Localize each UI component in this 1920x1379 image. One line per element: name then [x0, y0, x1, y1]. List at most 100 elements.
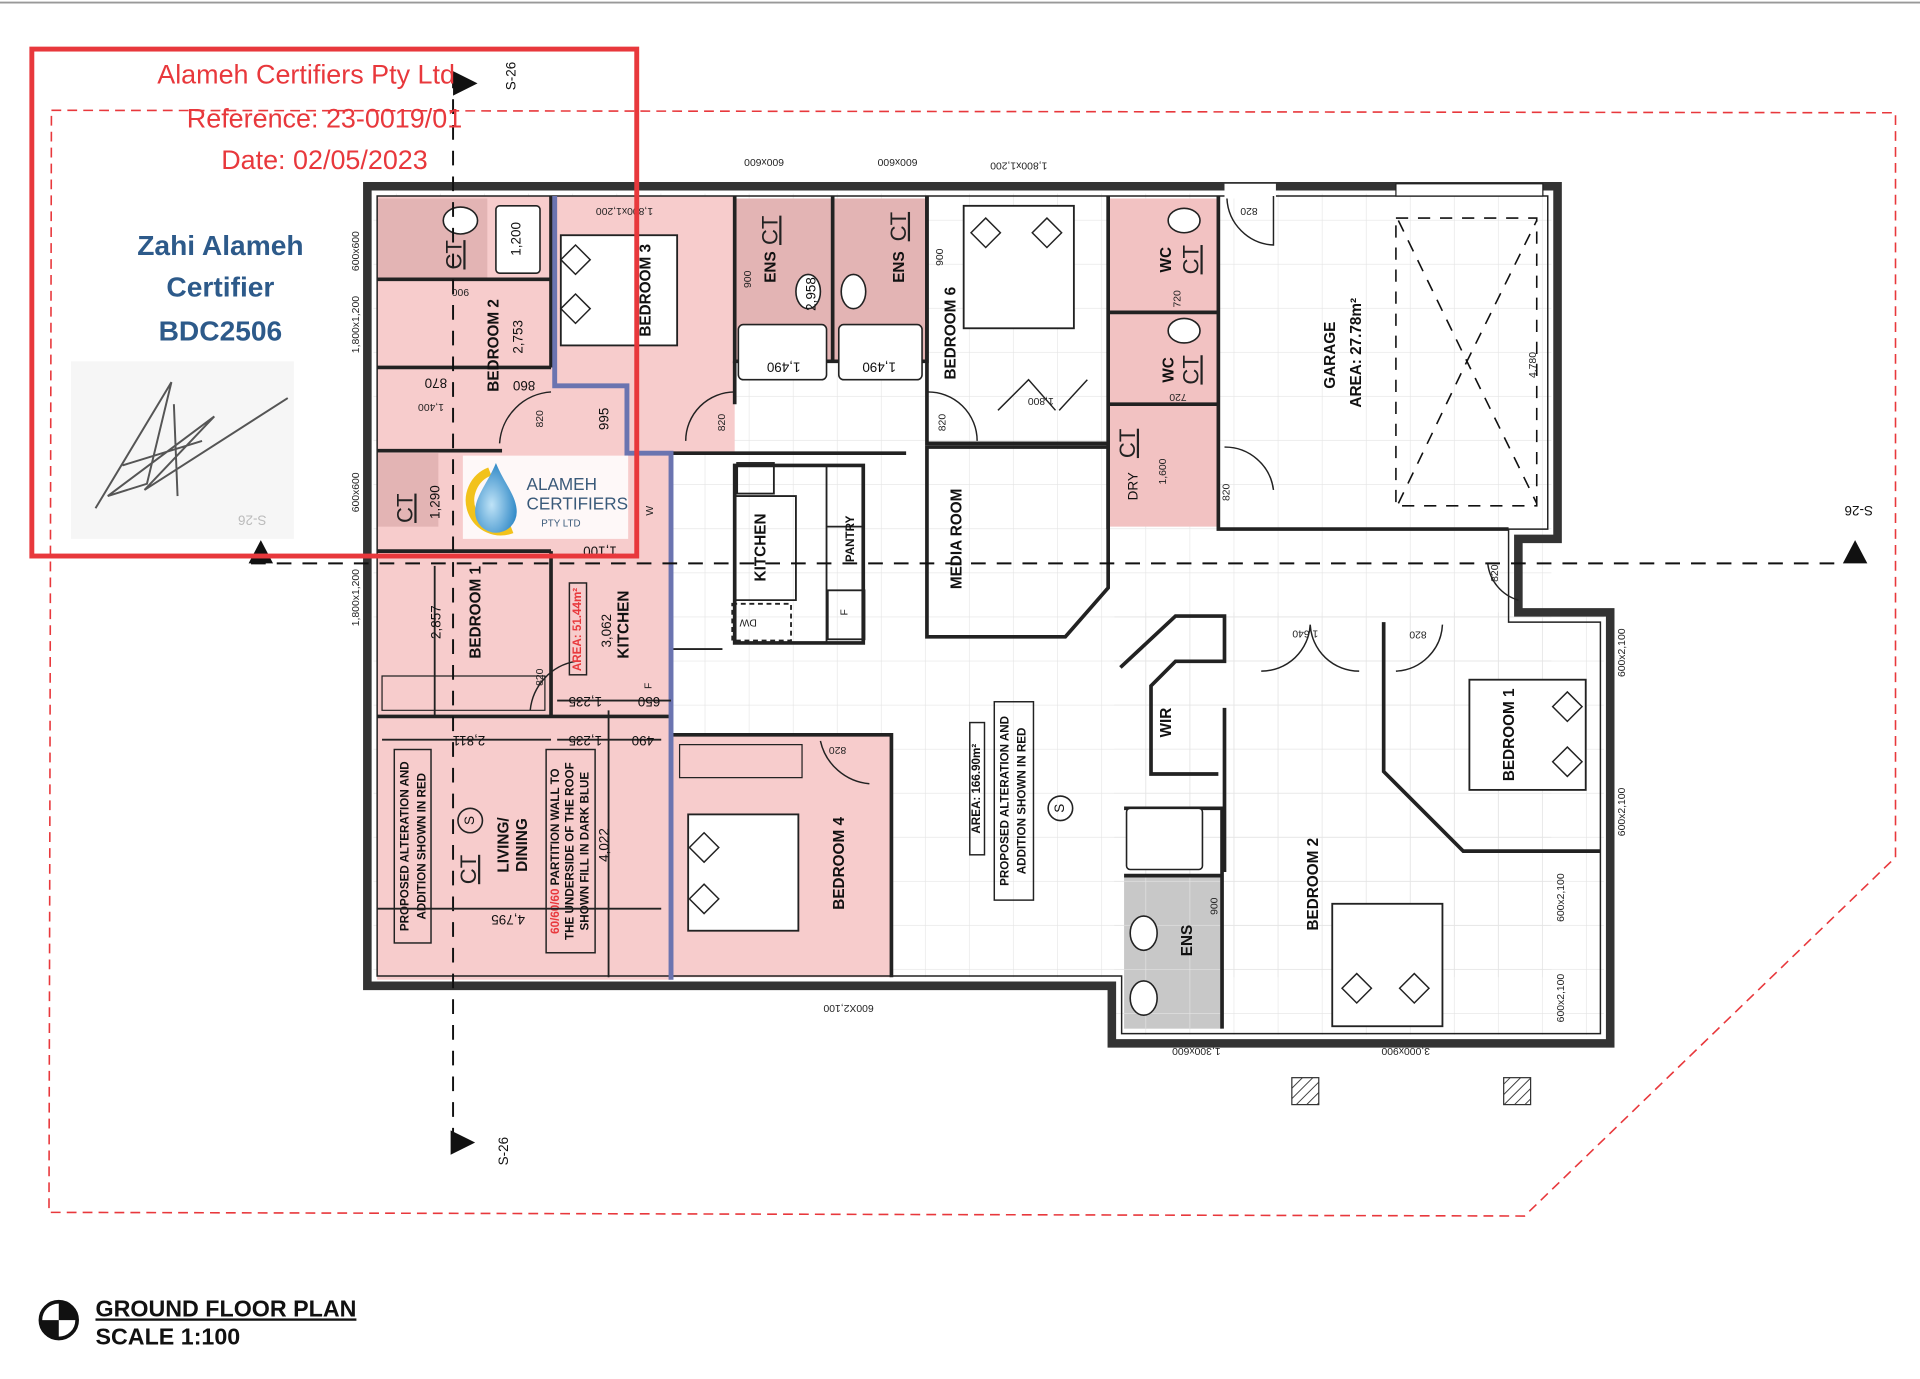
room-label-wir: WIR: [1158, 708, 1175, 738]
smoke-detector-label: S: [1052, 804, 1067, 813]
window-label: 1,800x1,200: [596, 205, 653, 216]
dim-label: 4,795: [491, 912, 525, 927]
dim-label: 995: [596, 408, 611, 430]
section-arrow-bottom: [450, 1130, 476, 1155]
partition-wall-blue: [552, 196, 674, 980]
dim-label: 820: [1409, 629, 1427, 640]
window-label: 1,800x1,200: [351, 296, 362, 353]
dim-label: 1,200: [508, 222, 523, 256]
ct-symbol: CT: [757, 216, 782, 245]
room-label-bedroom-4: BEDROOM 4: [831, 817, 848, 910]
title-block: GROUND FLOOR PLAN SCALE 1:100: [38, 1295, 357, 1350]
room-label-dining: DINING: [514, 818, 531, 872]
room-label-ens-1: ENS: [762, 251, 779, 282]
fridge-label: F: [644, 683, 655, 689]
dim-label: 1,490: [862, 360, 896, 375]
dishwasher-label: DW: [739, 616, 757, 627]
dim-label: 720: [1169, 391, 1187, 402]
room-label-kitchen: KITCHEN: [753, 513, 770, 581]
dim-label: 900: [935, 248, 946, 266]
dim-label: 3,062: [599, 614, 614, 648]
room-label-bedroom-6: BEDROOM 6: [942, 287, 959, 380]
stamp-reference: Reference: 23-0019/01: [187, 103, 462, 133]
dim-label: 2,958: [803, 277, 818, 311]
ct-symbol: CT: [392, 494, 417, 523]
dim-label: 820: [535, 668, 546, 686]
room-label-wc-1: WC: [1158, 247, 1175, 273]
room-label-ens-2: ENS: [891, 251, 908, 282]
window-label: 600x2,100: [1617, 787, 1628, 836]
room-label-dry: DRY: [1125, 472, 1140, 500]
dim-label: 820: [717, 414, 728, 432]
note-proposed-line-1: PROPOSED ALTERATION AND: [998, 716, 1011, 886]
symbols: CT CT CT CT CT CT CT CT S S DW F F W: [392, 212, 1203, 884]
stamp-date: Date: 02/05/2023: [221, 145, 428, 175]
section-arrow-left: [248, 540, 274, 564]
dim-label: 720: [1173, 290, 1184, 308]
room-label-wc-2: WC: [1160, 357, 1177, 383]
stamp-border: [29, 46, 640, 559]
certifier-stamp: S-26 Alameh Certifiers Pty Ltd Reference…: [29, 46, 640, 559]
dim-label: 1,600: [1158, 458, 1169, 484]
window-label: 600x600: [744, 156, 784, 167]
section-arrow-top: [453, 71, 478, 96]
dim-label: 900: [452, 286, 470, 297]
dim-label: 900: [1209, 897, 1220, 915]
dim-label: 820: [1222, 483, 1233, 501]
smoke-detector-icon: [457, 807, 484, 834]
window-label: 3,000x900: [1381, 1045, 1430, 1056]
window-label: 600x2,100: [1556, 873, 1567, 922]
logo-line-3: PTY LTD: [541, 519, 580, 530]
room-label-bedroom-3: BEDROOM 3: [638, 244, 655, 337]
room-label-bedroom-1-right: BEDROOM 1: [1501, 688, 1518, 781]
window-label: 600x600: [351, 472, 362, 512]
dim-label: 870: [425, 376, 447, 391]
garage-door-outline: [1395, 217, 1538, 507]
window-label: 1,300x600: [1172, 1045, 1221, 1056]
window-label: 600X2,100: [823, 1002, 873, 1013]
stamp-company: Alameh Certifiers Pty Ltd: [157, 59, 455, 89]
dim-label: 650: [638, 694, 660, 709]
drawing-scale: SCALE 1:100: [96, 1324, 241, 1350]
fridge-label: F: [840, 609, 851, 615]
drawing-title: GROUND FLOOR PLAN: [96, 1295, 357, 1321]
partition-note-line-3: SHOWN FILL IN DARK BLUE: [578, 772, 591, 931]
room-label-bedroom-1-left: BEDROOM 1: [467, 566, 484, 659]
ct-symbol: CT: [1115, 429, 1140, 458]
property-boundary: [48, 109, 1897, 1217]
smoke-detector-icon: [1047, 795, 1074, 822]
ct-symbol: CT: [456, 855, 481, 884]
dim-label: 2,811: [453, 733, 486, 748]
window-label: 600x600: [877, 156, 917, 167]
hatched-pier: [1503, 1077, 1532, 1106]
dimensions: 1,200 2,753 860 870 1,400 900 820 995 1,…: [351, 156, 1628, 1056]
section-label-right: S-26: [1845, 503, 1873, 518]
internal-walls: [377, 196, 1601, 1029]
ct-symbol: CT: [1178, 355, 1203, 384]
dim-label: 2,753: [511, 320, 526, 354]
note-proposed-line-1: PROPOSED ALTERATION AND: [398, 761, 411, 931]
dim-label: 820: [1490, 564, 1501, 582]
section-label-bottom: S-26: [496, 1137, 511, 1165]
certifier-role: Certifier: [166, 271, 274, 302]
smoke-detector-label: S: [462, 816, 477, 825]
dim-label: 1,640: [1292, 627, 1318, 638]
annex-area-note: AREA: 51.44m²: [571, 588, 584, 671]
section-label-left: S-26: [238, 513, 266, 528]
certifier-name: Zahi Alameh: [137, 230, 303, 261]
room-label-living: LIVING/: [496, 817, 513, 873]
window-label: 1,800x1,200: [990, 160, 1047, 171]
alameh-logo: ALAMEH CERTIFIERS PTY LTD: [462, 455, 629, 539]
logo-line-1: ALAMEH: [527, 474, 597, 494]
dim-label: 1,235: [568, 733, 602, 748]
external-walls: [363, 181, 1615, 1048]
dim-label: 900: [743, 270, 754, 288]
dim-label: 1,800: [1028, 395, 1054, 406]
ct-symbol: CT: [886, 212, 911, 241]
room-label-ens-right: ENS: [1179, 925, 1196, 956]
dim-label: 820: [829, 744, 847, 755]
partition-note-line-2: THE UNDERSIDE OF THE ROOF: [564, 762, 577, 940]
note-proposed-line-2: ADDITION SHOWN IN RED: [416, 773, 429, 920]
water-drop-icon: [475, 462, 517, 533]
